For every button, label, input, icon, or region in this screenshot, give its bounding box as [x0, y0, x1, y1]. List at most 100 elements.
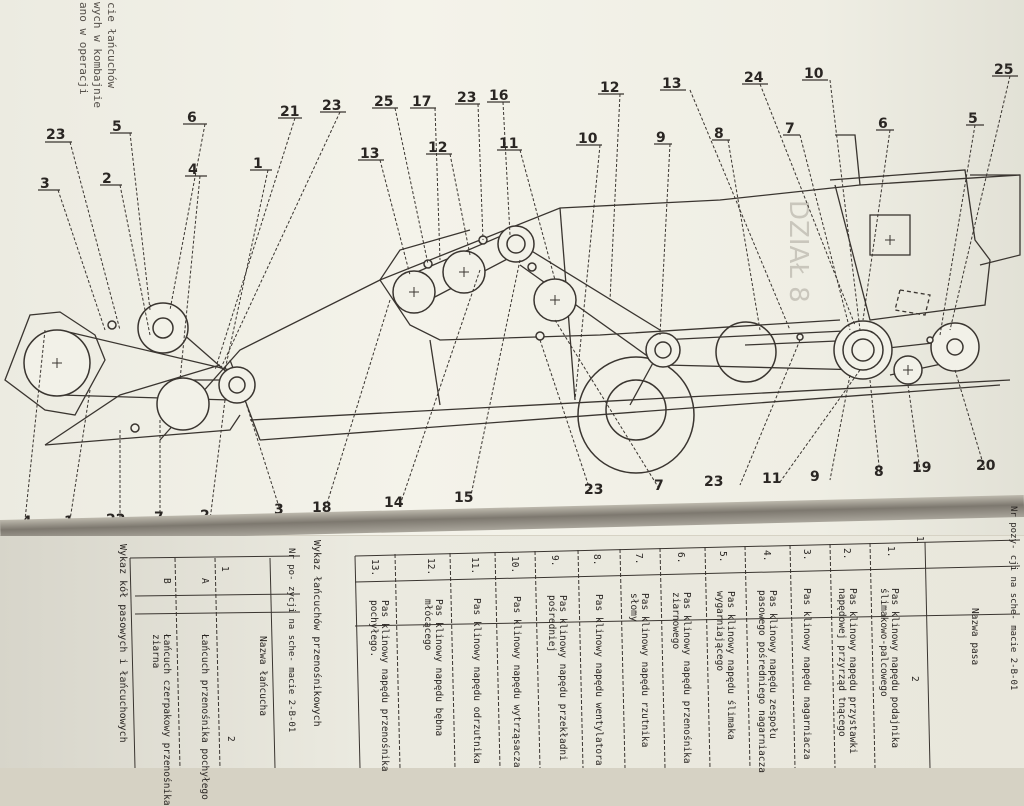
callout-label: 9 [656, 130, 666, 146]
callout-label: 23 [322, 98, 341, 114]
callout-label: 5 [112, 119, 122, 135]
callout-label: 8 [714, 126, 724, 142]
callout-label: 3 [274, 502, 284, 518]
belt-row-nr: 11. [469, 557, 480, 575]
table-grid [129, 539, 1021, 768]
belt-row-name-line: napędowej przyrząd tnącego [836, 588, 847, 737]
callout-label: 17 [412, 94, 431, 110]
header-nr-part: Nr [1008, 506, 1018, 517]
chain-col-number: 1 [219, 566, 230, 572]
chain-table-header-nr: Nr po- zycji na sche- macie 2-B-01 [286, 548, 296, 732]
callout-label: 23 [584, 482, 603, 498]
header-nr-part: cji [1008, 554, 1018, 572]
callout-label: 5 [968, 111, 978, 127]
chain-row-nr: A [199, 578, 210, 584]
belt-row-name-line: pośredniej [546, 595, 557, 653]
chain-table-header-name: Nazwa łańcucha [257, 636, 268, 717]
belt-row-nr: 6. [675, 552, 686, 564]
callout-label: 12 [600, 80, 619, 96]
belt-row-name-line: Pas klinowy napędu przenośnika [681, 592, 692, 764]
callout-label: 9 [810, 469, 820, 485]
belt-row-name-line: Pas klinowy napędu przystawki [847, 588, 858, 754]
belt-row-nr: 9. [549, 555, 560, 567]
callouts-top: 23 5 6 3 2 4 21 23 1 25 17 23 16 13 12 1… [40, 62, 1013, 192]
callout-label: 13 [360, 146, 379, 162]
header-nr-part: Nr po- [286, 548, 296, 581]
belt-row-name-line: Pas klinowy napędu rzutnika [639, 593, 650, 748]
callout-label: 7 [654, 478, 664, 494]
belt-row-name-line: Pas klinowy napędu przekładni [557, 595, 568, 761]
belt-row-nr: 8. [591, 554, 602, 566]
header-nr-part: 2-B-01 [1008, 657, 1018, 691]
callout-label: 23 [457, 90, 476, 106]
belt-row-name-line: słomy [628, 593, 639, 622]
pulleys [23, 225, 980, 474]
belt-table-header-name: Nazwa pasa [969, 608, 980, 666]
callout-label: 11 [762, 471, 781, 487]
chain-col-number: 2 [225, 736, 236, 742]
callout-label: 24 [744, 70, 764, 86]
callout-label: 11 [499, 136, 518, 152]
header-nr-part: zycji [286, 585, 296, 614]
chain-row-name-line: ziarna [150, 634, 161, 669]
belt-row-name-line: młócącego [422, 599, 433, 651]
belt-row-name-line: pochyłego. [368, 600, 379, 658]
watermark: DZIAŁ 8 [783, 200, 813, 303]
chain-row-name: Łańcuch przenośnika pochyłego [199, 634, 210, 800]
callout-label: 25 [374, 94, 393, 110]
belt-row-name-line: pasowego pośredniego nagarniacza [756, 590, 767, 774]
chain-row-name-line: Łańcuch czerpakowy przenośnika [161, 634, 172, 806]
header-nr-part: macie [286, 667, 296, 695]
belt-row-name-line: Pas klinowy napędu ślimaka [725, 591, 736, 740]
belt-row-nr: 10. [509, 556, 520, 574]
belt-row-nr: 3. [801, 549, 812, 561]
belt-row-name-line: ziarnowego [670, 592, 681, 650]
belt-row-nr: 5. [717, 551, 728, 563]
callout-label: 23 [704, 474, 723, 490]
combine-belt-diagram: DZIAŁ 8 [4, 62, 1021, 530]
callout-label: 3 [40, 176, 50, 192]
belt-row-nr: 2. [841, 548, 852, 560]
callout-label: 8 [874, 464, 884, 480]
callout-label: 6 [878, 116, 888, 132]
callout-label: 10 [804, 66, 824, 82]
header-nr-part: na [1008, 576, 1018, 588]
chain-row-name: Łańcuch czerpakowy przenośnika ziarna [150, 634, 172, 806]
bottom-title: Wykaz kół pasowych i łańcuchowych [117, 544, 128, 743]
header-nr-part: sche- [1008, 592, 1018, 620]
callout-label: 1 [253, 156, 263, 172]
belt-table-header-nr: Nr pozy- cji na sche- macie 2-B-01 [1008, 506, 1018, 690]
upper-page [0, 0, 1024, 535]
belt-row-name-line: ślimakowo-palcowego [878, 588, 889, 697]
callout-label: 19 [912, 460, 931, 476]
callout-label: 12 [428, 140, 447, 156]
header-nr-part: pozy- [1008, 522, 1018, 550]
chain-table-title: Wykaz łańcuchów przenośnikowych [311, 540, 322, 727]
callout-label: 16 [489, 88, 508, 104]
callout-label: 15 [454, 490, 473, 506]
belt-row-name-line: Pas klinowy napędu zespołu [767, 590, 778, 739]
belt-col-number: 1 [914, 536, 925, 542]
callout-label: 23 [46, 127, 65, 143]
belt-row-name-line: Pas klinowy napędu przenośnika [379, 600, 390, 772]
belt-row-name: Pas klinowy napędu wytrząsacza [511, 596, 522, 768]
belt-row-name-line: wygarniającego [714, 591, 725, 672]
callout-label: 14 [384, 495, 404, 511]
pulley-centers [52, 235, 913, 375]
belt-col-number: 2 [909, 676, 920, 682]
callout-label: 6 [187, 110, 197, 126]
header-nr-part: na sche- [286, 618, 296, 662]
belt-row-nr: 13. [369, 559, 380, 577]
leader-lines [24, 75, 1011, 521]
callout-label: 2 [102, 171, 112, 187]
callout-label: 25 [994, 62, 1013, 78]
callout-label: 7 [785, 121, 795, 137]
belt-row-nr: 12. [425, 558, 436, 576]
callout-label: 13 [662, 76, 681, 92]
